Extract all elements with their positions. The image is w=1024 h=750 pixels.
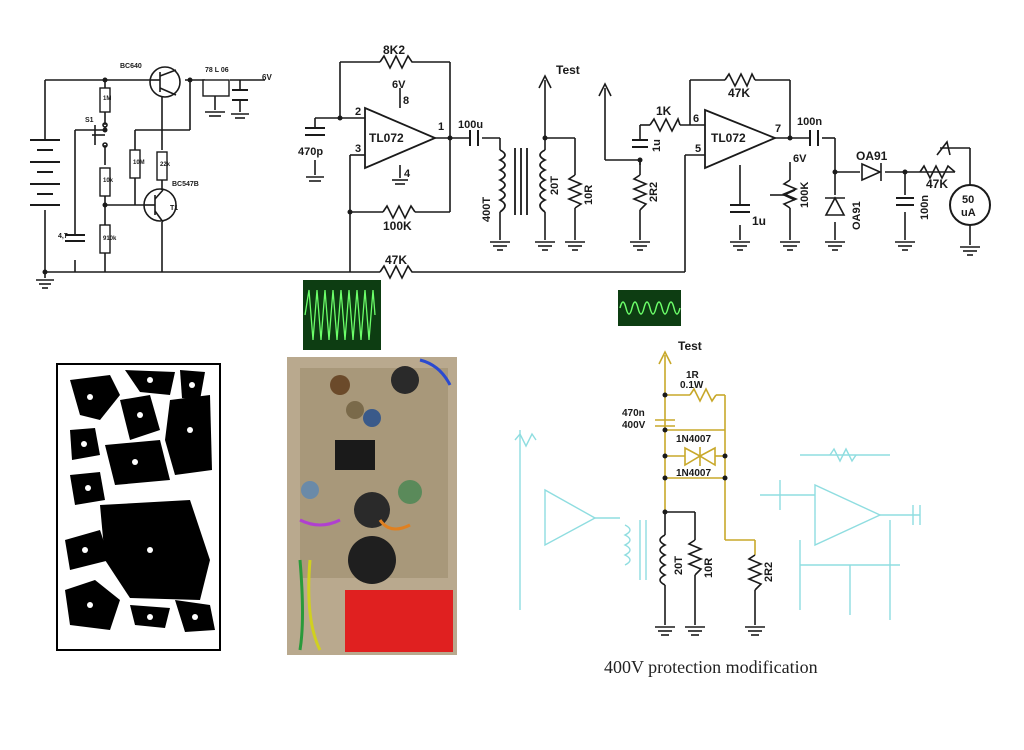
label-2r2: 2R2	[648, 182, 660, 202]
label-tl072-2: TL072	[711, 131, 746, 145]
label-400t: 400T	[481, 197, 493, 222]
label-20t: 20T	[549, 176, 561, 195]
label-910k: 910k	[103, 236, 117, 242]
label-mod-10r: 10R	[703, 558, 715, 578]
transistor-bc640	[149, 66, 181, 98]
opamp-2	[704, 108, 778, 170]
label-1k: 1K	[656, 104, 672, 118]
label-10m: 10M	[133, 160, 145, 166]
modification-black-part	[655, 511, 765, 636]
label-6v-opamp2: 6V	[793, 153, 807, 165]
label-mod-20t: 20T	[673, 556, 685, 575]
label-1u: 1u	[651, 139, 663, 152]
label-oa91-b: OA91	[851, 201, 863, 230]
meter-50ua	[949, 184, 991, 226]
label-pin2: 2	[355, 106, 361, 118]
label-1m: 1M	[103, 96, 111, 102]
label-pin7: 7	[775, 123, 781, 135]
label-bc547: BC547B	[172, 181, 199, 188]
pcb-layout	[56, 363, 221, 651]
label-meter-ua: uA	[961, 207, 976, 219]
label-470p: 470p	[298, 146, 323, 158]
label-1u-b: 1u	[752, 214, 766, 228]
label-100u: 100u	[458, 119, 483, 131]
label-10r: 10R	[583, 185, 595, 205]
label-oa91-a: OA91	[856, 149, 888, 163]
label-mod-470n: 470n	[622, 408, 645, 419]
junction-dots	[42, 77, 908, 275]
zigzag-resistors	[379, 54, 956, 280]
scope-image-1	[303, 280, 381, 350]
label-8k2: 8K2	[383, 43, 405, 57]
label-mod-01w: 0.1W	[680, 380, 704, 391]
label-10k: 10k	[103, 178, 114, 184]
label-47k-pot: 47K	[926, 177, 948, 191]
label-100n: 100n	[797, 116, 822, 128]
label-t1: T1	[170, 205, 178, 212]
board-photo	[287, 357, 457, 655]
opamp-1	[364, 106, 438, 170]
label-47k-bottom: 47K	[385, 253, 407, 267]
ground-symbols	[36, 111, 980, 289]
label-pin8: 8	[403, 95, 409, 107]
label-test: Test	[556, 63, 580, 77]
label-mod-1n4007a: 1N4007	[676, 434, 711, 445]
label-pin4: 4	[404, 168, 411, 180]
label-tl072-1: TL072	[369, 131, 404, 145]
scope-image-2	[618, 290, 681, 326]
small-resistors	[99, 79, 230, 254]
label-mod-2r2: 2R2	[763, 562, 775, 582]
label-100k-pot: 100K	[799, 182, 811, 208]
label-100n-b: 100n	[919, 195, 931, 220]
label-22k: 22k	[160, 162, 171, 168]
switch-s1	[92, 122, 108, 148]
protection-modification	[655, 350, 756, 555]
label-regulator: 78 L 06	[205, 67, 229, 74]
label-pin3: 3	[355, 143, 361, 155]
label-47k-top: 47K	[728, 86, 750, 100]
label-mod-test: Test	[678, 339, 702, 353]
modification-dots	[662, 392, 728, 515]
battery-symbol	[30, 139, 60, 206]
faded-schematic	[514, 430, 921, 620]
label-6v-supply: 6V	[262, 73, 272, 82]
label-pin5: 5	[695, 143, 701, 155]
label-pin1: 1	[438, 121, 444, 133]
transformer	[497, 148, 548, 215]
main-schematic	[44, 61, 971, 278]
label-meter-50: 50	[962, 194, 974, 206]
label-mod-1r: 1R	[686, 370, 700, 381]
label-mod-1n4007b: 1N4007	[676, 468, 711, 479]
modification-caption: 400V protection modification	[604, 657, 818, 677]
label-mod-400v: 400V	[622, 420, 646, 431]
transistor-bc547	[143, 188, 177, 223]
label-cap-47: 4,7	[58, 233, 68, 240]
label-s1: S1	[85, 117, 94, 124]
diodes	[824, 162, 882, 216]
label-pin6: 6	[693, 113, 699, 125]
label-bc640: BC640	[120, 63, 142, 70]
label-100k-fb: 100K	[383, 219, 412, 233]
test-arrows	[538, 74, 951, 201]
label-6v-opamp1: 6V	[392, 79, 406, 91]
capacitors	[65, 89, 914, 242]
